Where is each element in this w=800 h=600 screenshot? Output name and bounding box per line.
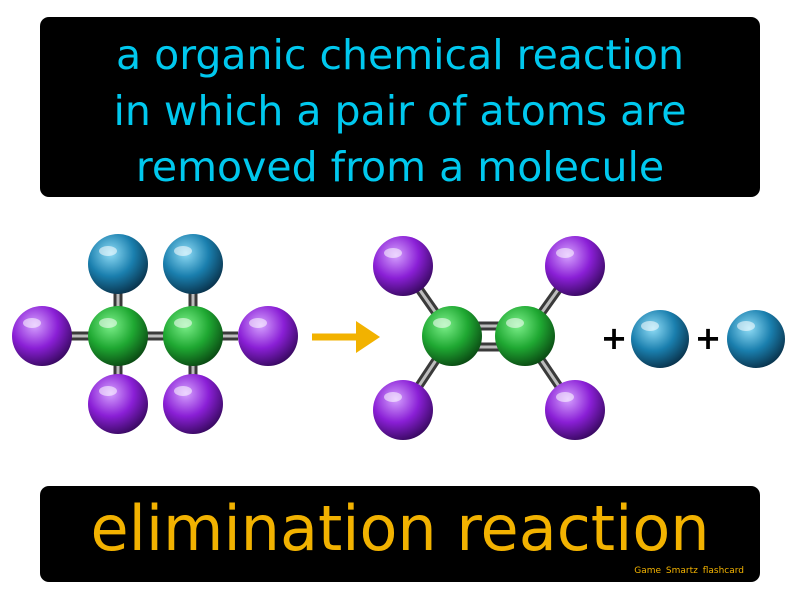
definition-panel: a organic chemical reaction in which a p… bbox=[40, 17, 760, 197]
reactant-carbon-1 bbox=[88, 306, 148, 366]
product-substituent-top-left bbox=[373, 236, 433, 296]
reactant-removed-atom-1 bbox=[88, 234, 148, 294]
product-carbon-1 bbox=[422, 306, 482, 366]
reactant-substituent-right bbox=[238, 306, 298, 366]
term-title: elimination reaction bbox=[90, 492, 710, 565]
definition-line-1: a organic chemical reaction bbox=[115, 31, 685, 79]
reactant-removed-atom-2 bbox=[163, 234, 223, 294]
credit-text: Game Smartz flashcard bbox=[634, 566, 744, 576]
reactant-substituent-bottom-left bbox=[88, 374, 148, 434]
definition-line-3: removed from a molecule bbox=[135, 143, 665, 191]
reaction-arrow bbox=[312, 321, 380, 353]
reactant-carbon-2 bbox=[163, 306, 223, 366]
product-substituent-bottom-left bbox=[373, 380, 433, 440]
atom-gloss bbox=[23, 246, 755, 402]
definition-line-2: in which a pair of atoms are bbox=[113, 87, 687, 135]
plus-sign-1: + bbox=[601, 319, 628, 357]
product-substituent-top-right bbox=[545, 236, 605, 296]
reactant-substituent-bottom-right bbox=[163, 374, 223, 434]
released-atom-1 bbox=[631, 310, 689, 368]
product-carbon-2 bbox=[495, 306, 555, 366]
product-substituent-bottom-right bbox=[545, 380, 605, 440]
reaction-diagram: + + bbox=[12, 234, 785, 440]
term-panel: elimination reaction Game Smartz flashca… bbox=[40, 486, 760, 582]
reactant-substituent-left bbox=[12, 306, 72, 366]
product-molecule bbox=[373, 236, 605, 440]
plus-sign-2: + bbox=[695, 319, 722, 357]
released-atom-2 bbox=[727, 310, 785, 368]
